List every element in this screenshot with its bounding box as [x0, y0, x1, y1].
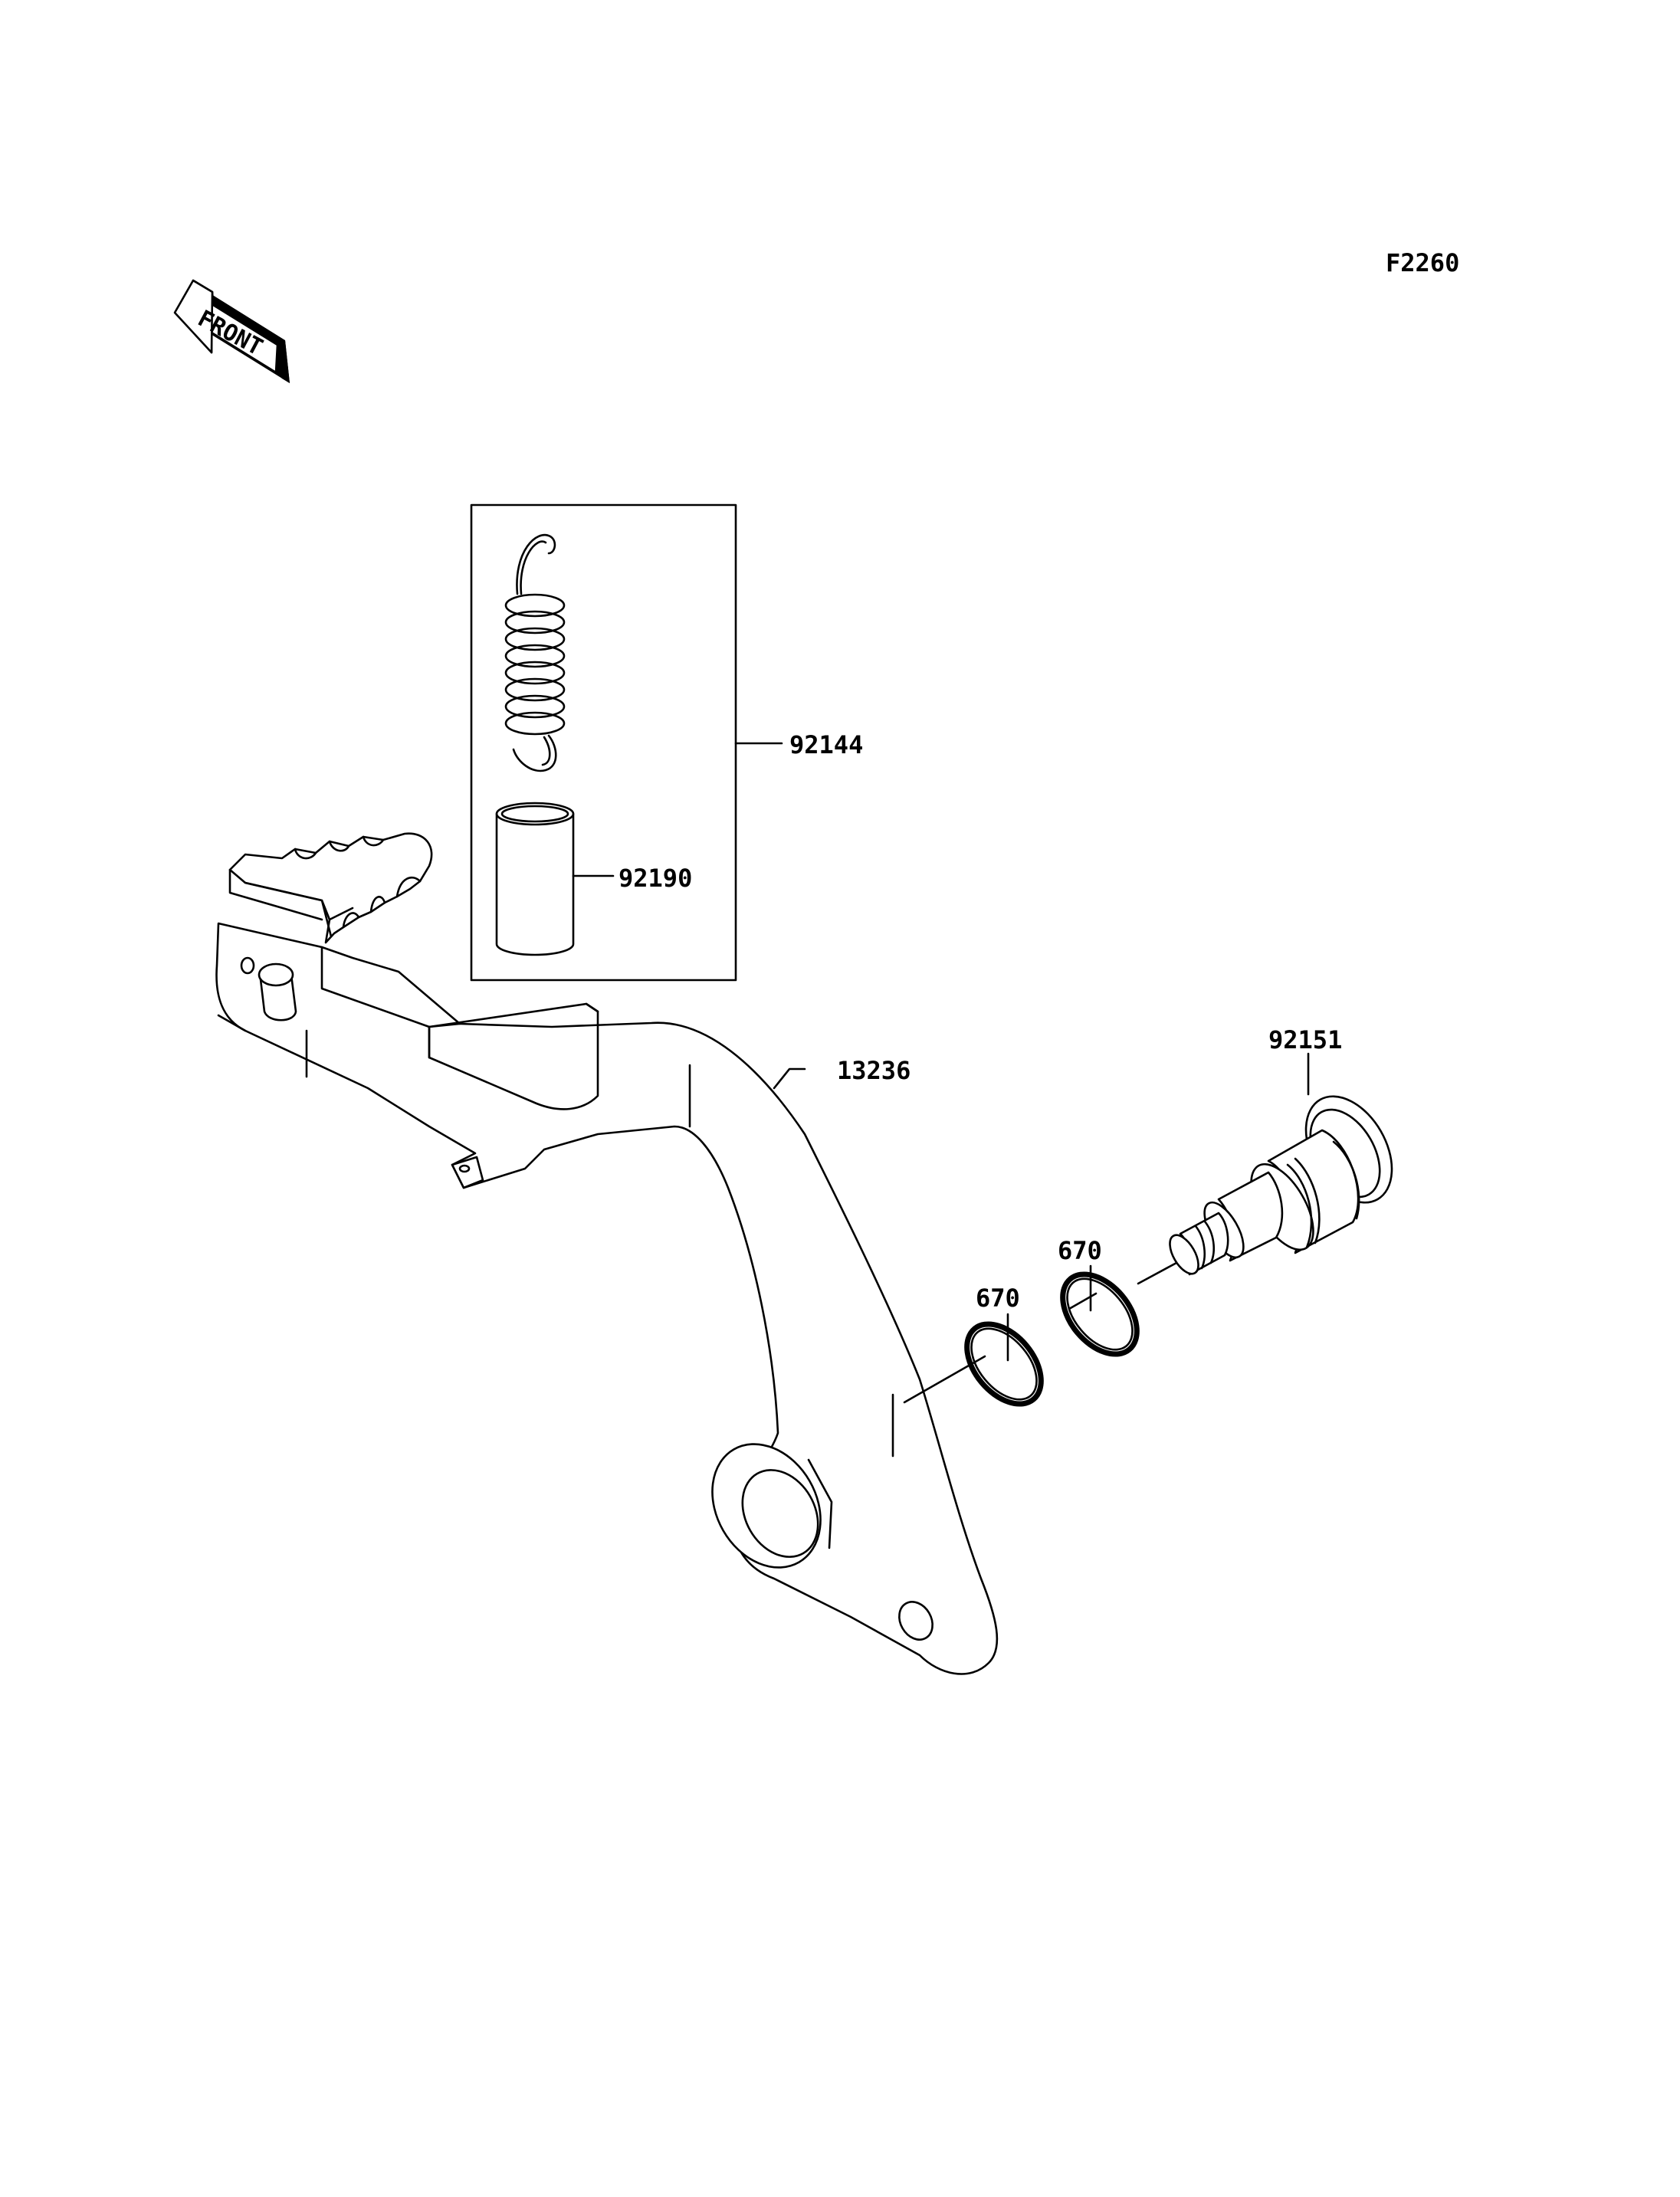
pivot-bolt-92151	[1169, 1095, 1393, 1276]
assembly-axis-mid	[1068, 1292, 1098, 1310]
o-ring-670-inner	[964, 1321, 1044, 1407]
o-ring-670-outer	[1060, 1271, 1140, 1357]
collar-92190	[495, 802, 575, 956]
spring-92144	[504, 533, 566, 772]
part-label-92151: 92151	[1268, 1025, 1342, 1054]
part-label-92190: 92190	[619, 864, 692, 893]
part-label-670-inner: 670	[976, 1284, 1020, 1313]
kit-box	[470, 503, 737, 982]
brake-pedal-13236	[215, 832, 999, 1675]
part-label-13236: 13236	[837, 1056, 911, 1085]
assembly-axis-end	[1137, 1261, 1178, 1285]
front-arrow-icon: FRONT	[173, 279, 290, 383]
figure-code: F2260	[1386, 248, 1459, 277]
part-label-670-outer: 670	[1058, 1236, 1102, 1265]
part-label-92144: 92144	[789, 730, 863, 759]
leader-13236	[773, 1067, 806, 1090]
